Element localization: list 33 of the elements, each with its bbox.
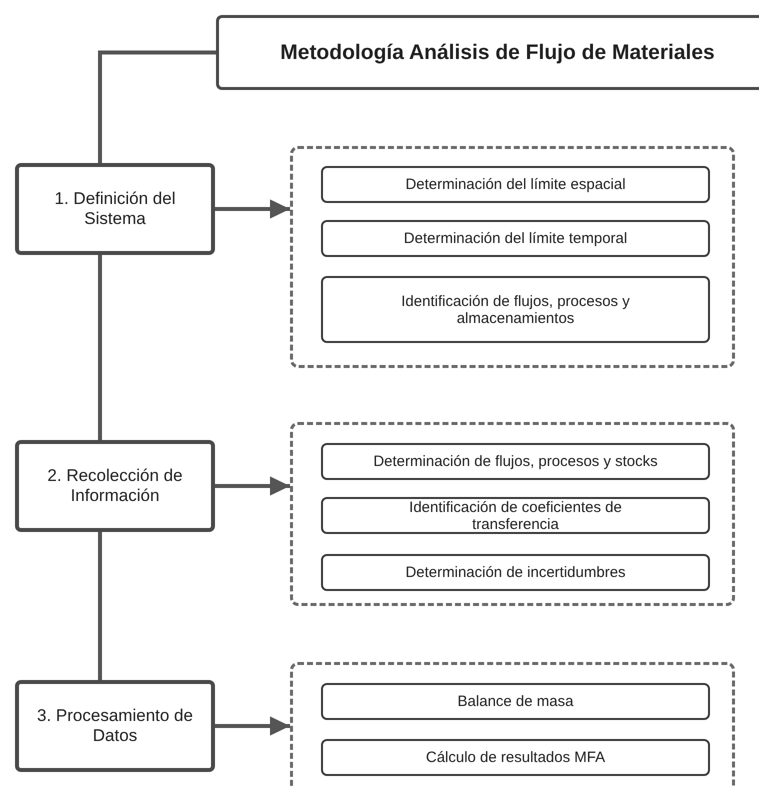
task-box: [321, 739, 710, 776]
box-label: Cálculo de resultados MFA: [426, 749, 606, 766]
task-box: [321, 443, 710, 480]
dashed-group-box: [290, 146, 735, 368]
task-box: [321, 220, 710, 257]
task-box: [321, 166, 710, 203]
box-label: 3. Procesamiento de Datos: [36, 706, 194, 746]
task-box: [321, 554, 710, 591]
connector-line: [98, 50, 216, 163]
dashed-group-box: [290, 422, 735, 606]
box-label: Determinación de incertidumbres: [405, 564, 626, 581]
connector-line: [98, 532, 102, 680]
title-text: Metodología Análisis de Flujo de Materiales: [280, 40, 715, 64]
arrow: [215, 716, 290, 736]
step-box: [15, 680, 215, 772]
box-label: Identificación de flujos, procesos y almacenamientos: [400, 292, 631, 326]
step-box: [15, 163, 215, 255]
box-label: 1. Definición del Sistema: [54, 189, 176, 229]
task-box: [321, 276, 710, 343]
title-box: [216, 15, 759, 90]
task-box: [321, 497, 710, 534]
task-box: [321, 683, 710, 720]
arrow: [215, 199, 290, 219]
box-label: 2. Recolección de Información: [46, 466, 184, 506]
step-box: [15, 440, 215, 532]
box-label: Determinación del límite espacial: [405, 176, 626, 193]
box-label: Determinación del límite temporal: [404, 230, 628, 247]
box-label: Determinación de flujos, procesos y stocks: [373, 453, 658, 470]
connector-line: [98, 255, 102, 440]
dashed-group-box: [290, 662, 735, 787]
arrow: [215, 476, 290, 496]
box-label: Balance de masa: [458, 693, 574, 710]
box-label: Identificación de coeficientes de transferencia: [408, 498, 623, 532]
